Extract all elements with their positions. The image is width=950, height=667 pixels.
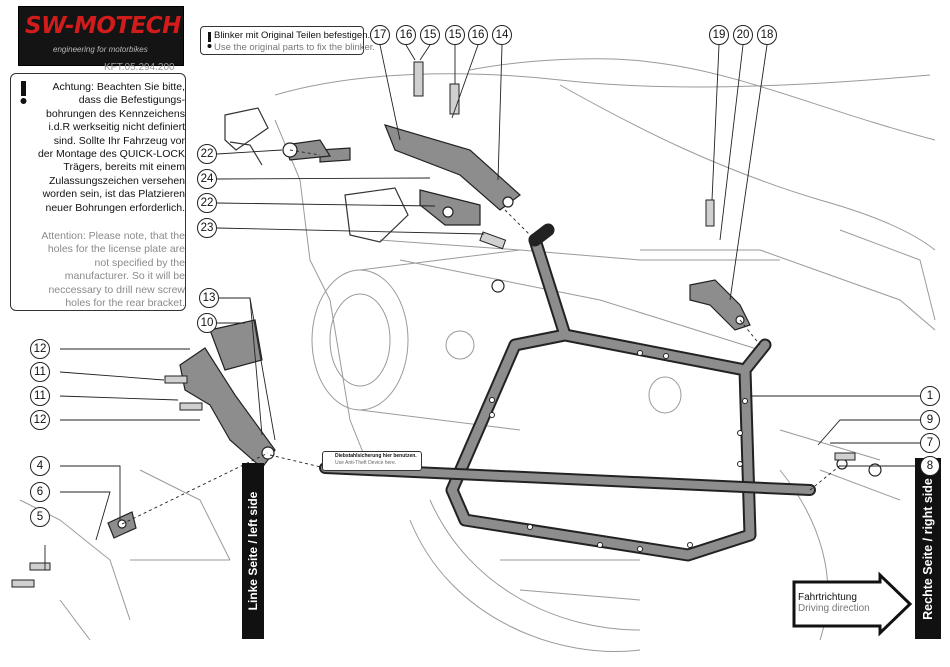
warning-exclamation-icon [207, 32, 212, 48]
anti-theft-de: Diebstahlsicherung hier benutzen. [335, 453, 417, 459]
original-parts-note-en: Use the original parts to fix the blinke… [214, 42, 376, 53]
part-number: 7 [920, 433, 940, 453]
part-number: 1 [920, 386, 940, 406]
original-parts-note: Blinker mit Original Teilen befestigen. … [200, 26, 375, 55]
right-side-label: Rechte Seite / right side [915, 458, 941, 639]
part-number: 22 [197, 193, 217, 213]
part-number: 12 [30, 410, 50, 430]
part-number: 12 [30, 339, 50, 359]
brand-logo: SW-MOTECH engineering for motorbikes [18, 6, 184, 66]
part-number: 5 [30, 507, 50, 527]
brand-name: SW-MOTECH [25, 13, 181, 39]
anti-theft-en: Use Anti-Theft Device here. [335, 460, 397, 466]
original-parts-note-de: Blinker mit Original Teilen befestigen. [214, 30, 371, 41]
kit-code: KFT.05.294.200 [104, 62, 175, 73]
part-number: 11 [30, 386, 50, 406]
part-number: 16 [396, 25, 416, 45]
part-number: 10 [197, 313, 217, 333]
warning-text-de: Achtung: Beachten Sie bitte, dass die Be… [37, 81, 185, 214]
part-number: 16 [468, 25, 488, 45]
right-arrow-icon [792, 571, 913, 637]
part-number: 11 [30, 362, 50, 382]
left-side-text: Linke Seite / left side [246, 491, 260, 611]
brand-tagline: engineering for motorbikes [53, 45, 148, 54]
warning-text-en: Attention: Please note, that the holes f… [41, 230, 185, 310]
right-side-text: Rechte Seite / right side [921, 477, 935, 620]
anti-theft-tag: Diebstahlsicherung hier benutzen. Use An… [322, 451, 422, 471]
part-number: 23 [197, 218, 217, 238]
part-number: 15 [445, 25, 465, 45]
warning-exclamation-icon [20, 81, 27, 104]
part-number: 6 [30, 482, 50, 502]
part-number: 8 [920, 456, 940, 476]
part-number: 22 [197, 144, 217, 164]
part-number: 14 [492, 25, 512, 45]
part-number: 4 [30, 456, 50, 476]
license-plate-warning: Achtung: Beachten Sie bitte, dass die Be… [10, 73, 186, 311]
part-number: 24 [197, 169, 217, 189]
driving-direction: Fahrtrichtung Driving direction [794, 578, 912, 630]
part-number: 20 [733, 25, 753, 45]
part-number: 15 [420, 25, 440, 45]
part-number: 19 [709, 25, 729, 45]
part-number: 17 [370, 25, 390, 45]
driving-direction-en: Driving direction [798, 603, 870, 614]
part-number: 13 [199, 288, 219, 308]
left-side-label: Linke Seite / left side [242, 463, 264, 639]
part-number: 18 [757, 25, 777, 45]
part-number: 9 [920, 410, 940, 430]
driving-direction-de: Fahrtrichtung [798, 592, 857, 603]
